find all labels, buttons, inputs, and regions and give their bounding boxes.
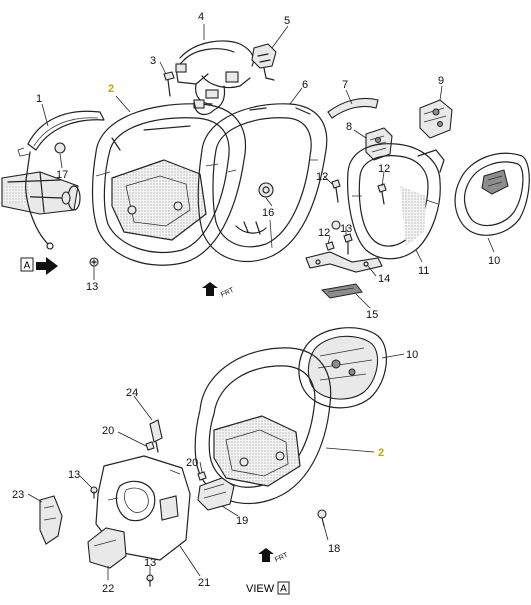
callout-1: 1 <box>36 93 42 105</box>
callout-12-c: 12 <box>318 227 330 239</box>
view-a-label: VIEW A <box>246 581 290 595</box>
callout-12-b: 12 <box>378 163 390 175</box>
part-2-steering-wheel-top <box>91 103 246 266</box>
callout-16: 16 <box>262 207 274 219</box>
front-arrow-top-label: FRT <box>220 286 236 298</box>
part-18-screw <box>317 509 327 527</box>
part-13-screw-c <box>90 486 98 499</box>
callout-8: 8 <box>346 121 352 133</box>
part-13-screw-a <box>331 220 341 230</box>
callout-13-d: 13 <box>144 557 156 569</box>
callout-9: 9 <box>438 75 444 87</box>
callout-21: 21 <box>198 577 210 589</box>
callout-5: 5 <box>284 15 290 27</box>
part-6-steering-wheel-rim <box>197 103 328 263</box>
part-12-screw-c <box>325 241 335 251</box>
part-19-switch-assembly <box>197 477 235 511</box>
view-a-marker: A <box>20 257 58 275</box>
part-14-bracket <box>305 251 383 273</box>
front-arrow-bottom-label: FRT <box>274 551 290 563</box>
callout-11: 11 <box>418 265 429 277</box>
part-23-side-trim <box>39 495 63 545</box>
front-arrow-bottom: FRT <box>258 548 290 564</box>
callout-2-bottom: 2 <box>378 447 384 459</box>
callout-4: 4 <box>198 11 204 23</box>
callout-23: 23 <box>12 489 24 501</box>
view-letter-text: A <box>280 584 287 595</box>
callout-2-top: 2 <box>108 83 114 95</box>
part-22-cover <box>87 527 127 569</box>
part-24-clip <box>149 419 163 453</box>
callout-12-a: 12 <box>316 171 328 183</box>
callout-24: 24 <box>126 387 138 399</box>
part-15-connector <box>320 283 363 299</box>
part-16-retainer <box>258 182 274 198</box>
callout-3: 3 <box>150 55 156 67</box>
part-5-harness-connector <box>251 43 277 81</box>
part-12-screw-a <box>331 179 341 203</box>
front-arrow-top: FRT <box>202 282 236 299</box>
part-13-screw-top-left <box>89 257 99 267</box>
callout-13-a: 13 <box>340 223 352 235</box>
leader-lines <box>27 24 495 580</box>
callout-19: 19 <box>236 515 248 527</box>
steering-column <box>1 171 81 215</box>
callout-13-c: 13 <box>68 469 80 481</box>
callout-20-a: 20 <box>102 425 114 437</box>
callout-13-b: 13 <box>86 281 98 293</box>
part-21-lower-trim-panel <box>95 455 191 561</box>
callout-20-b: 20 <box>186 457 198 469</box>
view-a-letter: A <box>24 261 31 272</box>
callout-10-top: 10 <box>488 255 500 267</box>
part-20-screw-a <box>145 441 155 451</box>
callout-labels: 1 2 3 4 5 6 7 8 9 17 12 12 16 11 10 12 1… <box>12 11 500 595</box>
part-1-upper-trim <box>17 110 105 250</box>
part-2-steering-wheel-bottom <box>194 347 332 505</box>
callout-10-bottom: 10 <box>406 349 418 361</box>
callout-7: 7 <box>342 79 348 91</box>
callout-14: 14 <box>378 273 390 285</box>
part-11-lower-trim-cover <box>347 143 445 260</box>
part-17-screw <box>54 142 66 154</box>
part-13-screw-b <box>343 233 353 255</box>
part-13-screw-d <box>146 574 154 587</box>
part-10-airbag-module-bottom <box>298 327 387 409</box>
part-10-airbag-module-top <box>454 152 530 236</box>
part-7-trim-strip <box>327 97 379 119</box>
callout-17: 17 <box>56 169 68 181</box>
callout-18: 18 <box>328 543 340 555</box>
view-label-text: VIEW <box>246 583 275 595</box>
part-4-wiring-harness <box>175 40 255 116</box>
part-9-switch-right <box>419 99 453 139</box>
callout-6: 6 <box>302 79 308 91</box>
callout-22: 22 <box>102 583 114 595</box>
callout-15: 15 <box>366 309 378 321</box>
part-3-screw <box>163 71 175 97</box>
part-12-screw-b <box>377 183 387 205</box>
part-20-screw-b <box>197 471 207 481</box>
